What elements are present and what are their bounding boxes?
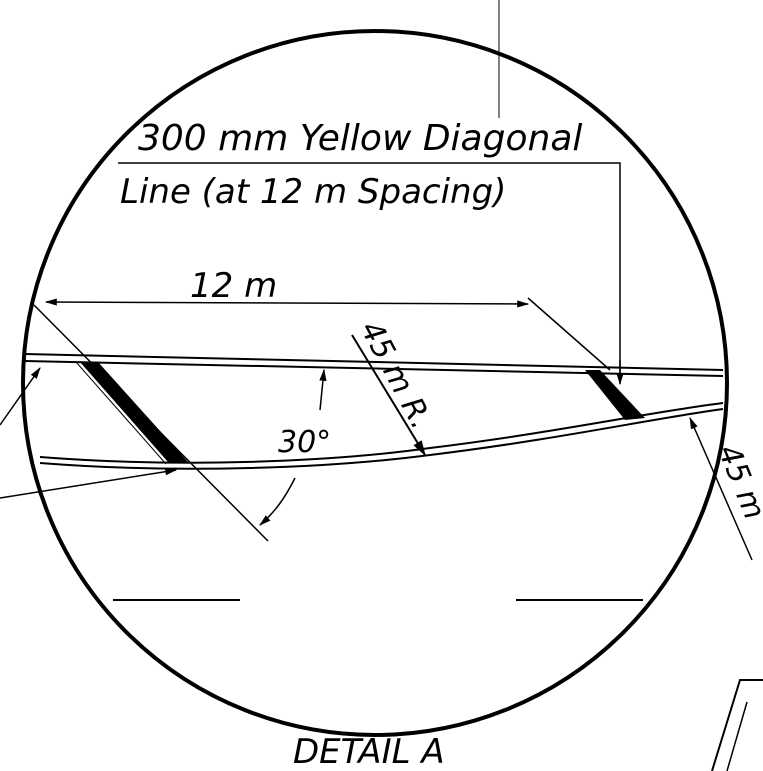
dim-extension-right: [527, 297, 611, 371]
left-leader-lower: [0, 468, 178, 499]
angle-arc: [259, 477, 296, 526]
radius-arrow: [351, 334, 426, 457]
diagonal-stripe-left: [75, 361, 188, 465]
callout-leader: [118, 162, 621, 382]
dim-line-12m: [44, 298, 530, 308]
detail-title: DETAIL A: [293, 732, 445, 771]
dimension-12m-label: 12 m: [190, 266, 277, 306]
left-leader-upper: [0, 367, 41, 426]
radius-label: 45 m R.: [353, 315, 439, 435]
dim-extension-left: [33, 304, 269, 542]
callout-text-line1: 300 mm Yellow Diagonal: [138, 118, 582, 159]
right-radius-arrow: [689, 416, 753, 561]
adjacent-detail-inner: [726, 701, 748, 771]
callout-text-line2: Line (at 12 m Spacing): [120, 172, 506, 212]
angle-label: 30°: [278, 425, 331, 460]
diagonal-stripe-right: [585, 370, 645, 420]
adjacent-detail-corner: [711, 679, 763, 771]
detail-circle: [21, 29, 729, 737]
angle-leader: [319, 368, 327, 411]
